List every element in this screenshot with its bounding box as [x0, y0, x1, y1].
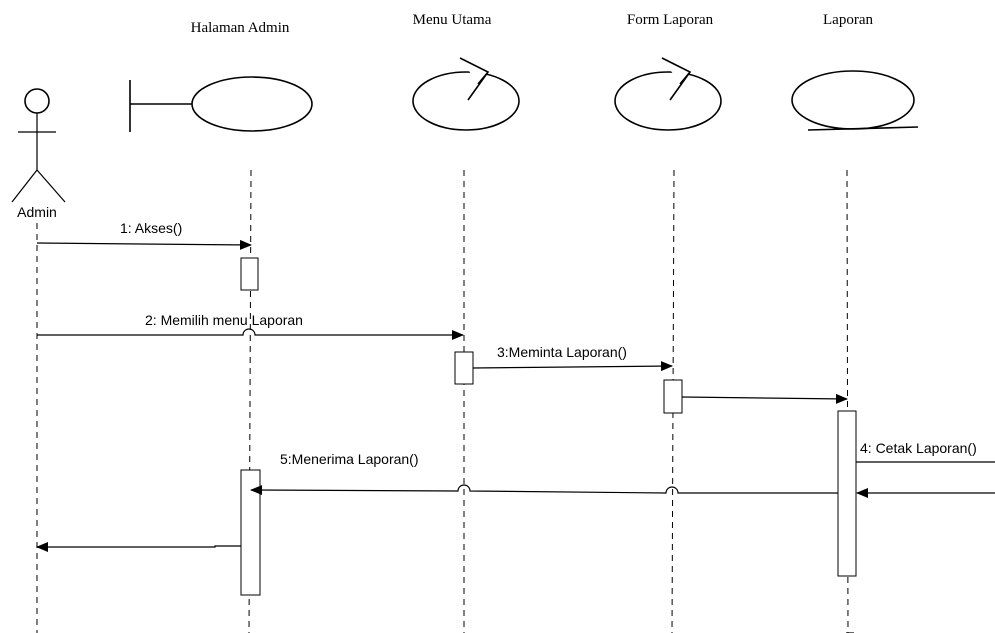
message-arrow: [472, 361, 673, 372]
actor-icon: [11, 88, 66, 203]
activation-bar: [454, 351, 474, 385]
activation-bar: [240, 257, 259, 291]
message-label: 1: Akses(): [120, 220, 182, 236]
message-arrow: [36, 542, 241, 552]
activation-bar: [240, 469, 261, 596]
control-icon: [412, 57, 520, 131]
form-laporan-label: Form Laporan: [627, 12, 714, 28]
message-arrow: [36, 239, 252, 250]
activation-bar: [663, 379, 683, 414]
message-label: 3:Meminta Laporan(): [497, 344, 627, 360]
message-label: 5:Menerima Laporan(): [280, 451, 419, 467]
message-arrow: [681, 393, 848, 404]
actor-label: Admin: [17, 204, 57, 220]
message-label: 2: Memilih menu Laporan: [145, 312, 303, 328]
activation-bar: [837, 410, 857, 577]
entity-icon: [791, 70, 919, 131]
message-label: 4: Cetak Laporan(): [860, 440, 977, 456]
message-arrow: [250, 484, 838, 496]
halaman-admin-label: Halaman Admin: [191, 20, 290, 36]
laporan-label: Laporan: [823, 12, 873, 28]
control-icon: [614, 57, 722, 131]
message-arrow: [37, 328, 464, 340]
menu-utama-label: Menu Utama: [413, 12, 492, 28]
boundary-icon: [129, 76, 313, 132]
